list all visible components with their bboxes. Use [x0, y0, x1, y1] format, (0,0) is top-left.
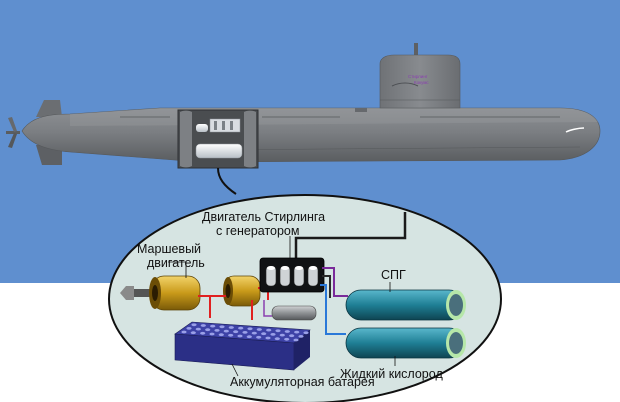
battery-cell-terminal [270, 333, 276, 336]
propulsion-motor [120, 275, 201, 311]
battery-cell-terminal [223, 329, 229, 333]
auxiliary-cylinder [271, 305, 317, 321]
battery-cell-terminal [294, 330, 300, 334]
sail-marking-line-2: Кокумс [414, 80, 429, 85]
propeller [6, 117, 20, 148]
battery-cell-terminal [303, 331, 309, 335]
battery-cell-terminal [274, 337, 280, 341]
label-propulsion-motor-line-2: двигатель [147, 256, 205, 270]
hull-cutaway-section [177, 109, 259, 169]
battery-cell-terminal [242, 331, 248, 334]
pointer-battery [231, 363, 239, 377]
battery-cell-terminal [195, 327, 201, 331]
battery-cell-terminal [266, 328, 272, 332]
lng-tank [345, 289, 466, 321]
exhaust-pipe [294, 212, 407, 258]
battery-cell-terminal [233, 330, 239, 334]
battery-cell-terminal [181, 330, 187, 334]
label-battery: Аккумуляторная батарея [230, 375, 375, 389]
liquid-oxygen-tank [345, 327, 466, 359]
label-propulsion-motor-line-1: Маршевый [137, 242, 201, 256]
pointer-propulsion-motor [168, 261, 187, 278]
battery-cell-terminal [247, 327, 253, 331]
battery-cell-terminal [279, 333, 285, 337]
label-liquid-oxygen: Жидкий кислород [340, 367, 443, 381]
battery-cell-terminal [284, 337, 290, 341]
battery-cell-terminal [275, 329, 281, 333]
battery-pack [174, 321, 311, 371]
battery-cell-terminal [200, 324, 206, 327]
label-propulsion-motor: Маршевый двигатель [137, 242, 205, 270]
stirling-engine [259, 257, 325, 293]
battery-cell-terminal [256, 335, 262, 339]
label-stirling-engine: Двигатель Стирлинга с генератором [202, 210, 329, 238]
battery-cell-terminal [200, 331, 206, 335]
battery-cell-terminal [191, 323, 197, 327]
battery-cell-terminal [209, 332, 215, 336]
label-stirling-engine-line-1: Двигатель Стирлинга [202, 210, 325, 224]
battery-cell-terminal [256, 328, 262, 331]
battery-cell-terminal [238, 326, 244, 330]
battery-cell-terminal [218, 333, 224, 337]
sail-marking-line-1: Стирлинг [408, 74, 428, 79]
conning-tower: Стирлинг Кокумс [379, 43, 461, 109]
feed-pipes [263, 267, 348, 335]
battery-cell-terminal [228, 326, 234, 329]
battery-cell-terminal [246, 335, 252, 339]
battery-cell-terminal [284, 330, 290, 333]
hull-access-hatch [355, 108, 367, 112]
battery-cell-terminal [190, 331, 196, 335]
battery-cell-terminal [210, 324, 216, 328]
battery-cell-terminal [298, 335, 304, 338]
battery-cell-terminal [228, 333, 234, 337]
callout-leader-line [217, 167, 237, 195]
battery-cell-terminal [251, 331, 257, 335]
battery-cell-terminal [186, 327, 192, 330]
label-stirling-engine-line-2: с генератором [216, 224, 299, 238]
battery-cell-terminal [205, 328, 211, 332]
generator [223, 275, 261, 307]
battery-cell-terminal [237, 334, 243, 338]
battery-cell-terminal [289, 334, 295, 338]
label-lng: СПГ [381, 268, 406, 282]
battery-cell-terminal [261, 332, 267, 336]
battery-cell-terminal [214, 329, 220, 332]
battery-cell-terminal [265, 336, 271, 340]
battery-cell-terminal [219, 325, 225, 329]
submarine-hull [21, 107, 601, 163]
battery-cell-terminal [293, 338, 299, 342]
